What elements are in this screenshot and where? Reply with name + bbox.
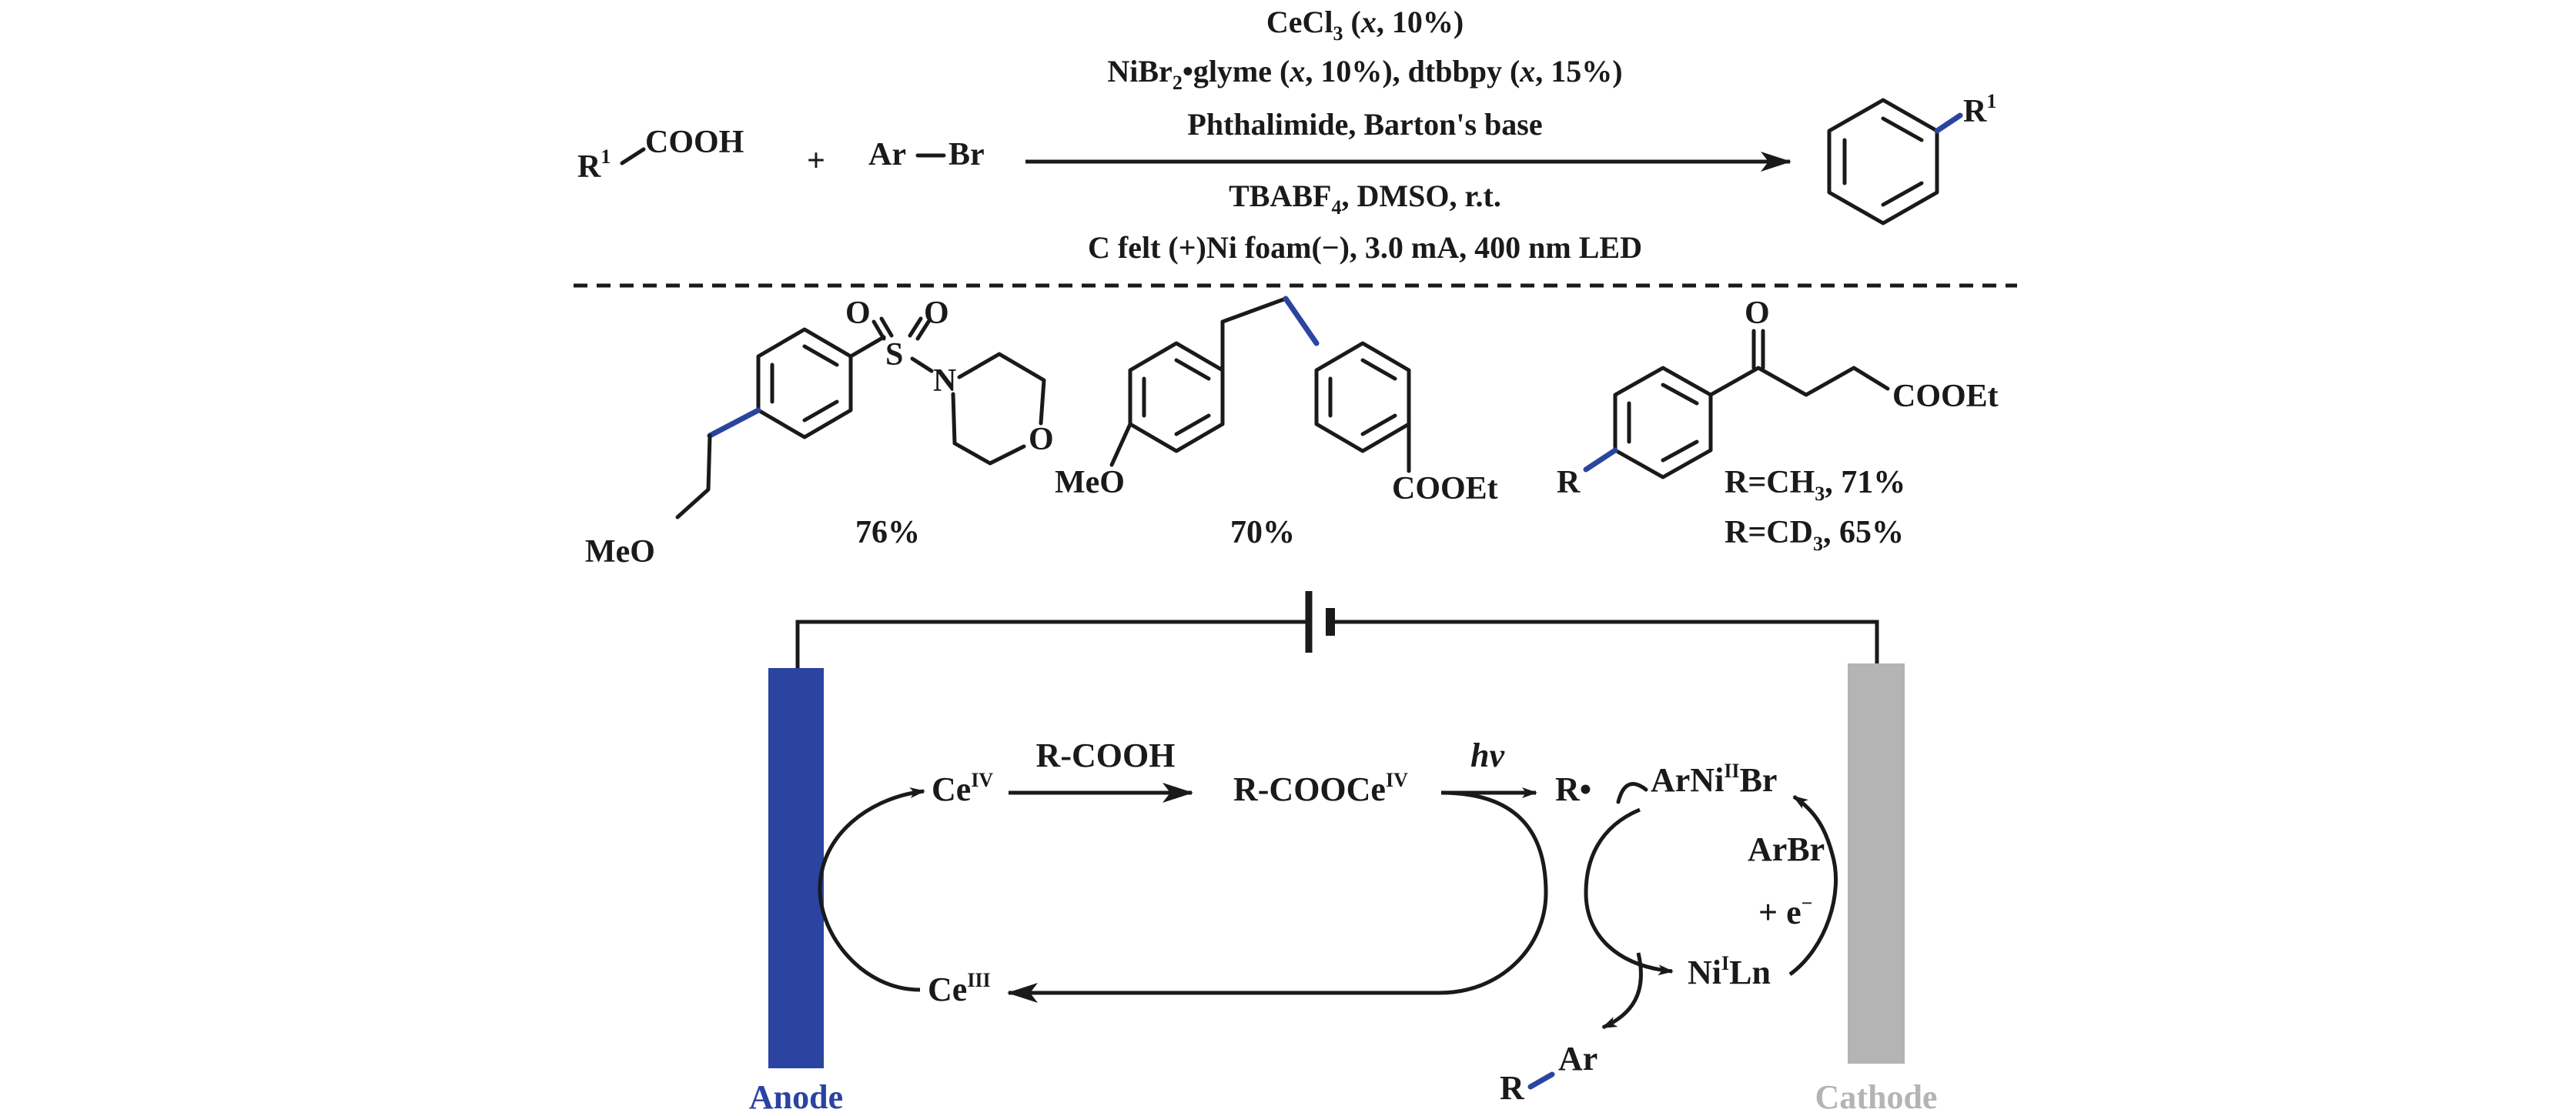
radical-label: R• — [1555, 770, 1591, 808]
right-ring — [1314, 341, 1411, 453]
reductive-elimination-arc — [1584, 807, 1674, 976]
new-cc-bond — [1283, 296, 1320, 346]
ni2-label: ArNiIIBr — [1651, 760, 1777, 799]
so2-bonds — [871, 316, 931, 341]
radical-addition-hook — [1616, 782, 1648, 804]
cathode-electrode — [1848, 663, 1905, 1064]
condition-nickel: NiBr2•glyme (x, 10%), dtbbpy (x, 15%) — [1107, 54, 1622, 94]
s-bond — [848, 335, 886, 359]
ester-label: COOEt — [1892, 379, 1999, 414]
r1-label: R1 — [577, 145, 611, 185]
cooh-label: COOH — [645, 125, 744, 160]
yield-cd3: R=CD3, 65% — [1725, 515, 1904, 555]
new-cc-bond — [1934, 112, 1963, 134]
left-ring-double-bonds — [1142, 358, 1211, 436]
keto-chain — [1708, 366, 1890, 397]
carboxylate-label: R-COOCeIV — [1233, 769, 1408, 808]
reactant-carboxylic-acid: R1 COOH — [577, 125, 744, 185]
anode-electrode — [768, 668, 824, 1068]
plus-sign: + — [807, 143, 825, 179]
ar-label: Ar — [868, 137, 906, 172]
morpholine-oxygen-label: O — [1029, 422, 1054, 457]
product-r-label: R — [1500, 1069, 1525, 1107]
new-cc-bond — [1583, 447, 1618, 473]
circuit-wire-left — [795, 620, 1309, 668]
product-ar-label: Ar — [1558, 1040, 1597, 1078]
meo-label: MeO — [1055, 465, 1125, 500]
cathode-label: Cathode — [1815, 1078, 1938, 1116]
condition-additives: Phthalimide, Barton's base — [1187, 107, 1542, 142]
sulfur-label: S — [885, 337, 903, 373]
carbonyl-oxygen-label: O — [1745, 296, 1770, 331]
reactant-aryl-bromide: Ar Br — [868, 137, 985, 172]
condition-catalyst: CeCl3 (x, 10%) — [1266, 5, 1464, 45]
ring-double-bonds — [1627, 383, 1699, 463]
product-new-bond — [1527, 1071, 1555, 1090]
example-bibenzyl: MeO COOEt 70% — [1055, 296, 1498, 550]
meo-label: MeO — [585, 534, 655, 570]
condition-electrochem: C felt (+)Ni foam(−), 3.0 mA, 400 nm LED — [1088, 230, 1642, 265]
oxygen-1-label: O — [845, 296, 871, 331]
electron-label: + e− — [1758, 892, 1812, 931]
example-sulfonamide: S O O N O MeO 76% — [585, 296, 1054, 570]
condition-solvent: TBABF4, DMSO, r.t. — [1229, 179, 1501, 219]
ce4-label: CeIV — [932, 769, 993, 808]
new-cc-bond — [707, 407, 761, 439]
ring-double-bonds — [770, 344, 839, 423]
right-ring-double-bonds — [1328, 358, 1397, 436]
ni1-label: NiILn — [1688, 952, 1771, 991]
product-r1-label: R1 — [1963, 90, 1996, 129]
sn-bond — [910, 356, 934, 373]
yield-label: 76% — [855, 515, 920, 550]
arbr-label: ArBr — [1748, 830, 1825, 868]
br-label: Br — [948, 137, 985, 172]
r-label: R — [1557, 465, 1581, 500]
ethyl-chain — [675, 433, 712, 520]
conditions-below: TBABF4, DMSO, r.t. C felt (+)Ni foam(−),… — [1088, 179, 1642, 265]
meo-bond — [1109, 422, 1132, 467]
yield-label: 70% — [1230, 515, 1295, 550]
anode-oxidation-arc — [818, 787, 925, 992]
benzene-double-bonds — [1842, 116, 1924, 207]
circuit — [795, 591, 1879, 668]
ce3-label: CeIII — [928, 969, 991, 1008]
yield-ch3: R=CH3, 71% — [1725, 465, 1905, 505]
hv-label: hv — [1470, 737, 1504, 774]
product-release-arrow — [1601, 952, 1643, 1030]
ester-label: COOEt — [1392, 471, 1498, 506]
cerium-return-arrow — [1007, 790, 1548, 1003]
product-benzene: R1 — [1827, 90, 1996, 226]
morpholine-ring — [951, 352, 1046, 466]
ethylene-bridge — [1220, 296, 1288, 373]
r1-bond — [620, 147, 646, 165]
example-ketoester: O COOEt R R=CH3, 71% R=CD3, 65% — [1557, 296, 1999, 555]
rcooh-label: R-COOH — [1036, 737, 1176, 774]
oxidative-addition-arc — [1788, 794, 1838, 977]
circuit-wire-right — [1330, 620, 1879, 663]
anode-label: Anode — [749, 1078, 843, 1116]
conditions-above: CeCl3 (x, 10%) NiBr2•glyme (x, 10%), dtb… — [1107, 5, 1622, 142]
carbonyl-double-bond — [1751, 329, 1765, 370]
